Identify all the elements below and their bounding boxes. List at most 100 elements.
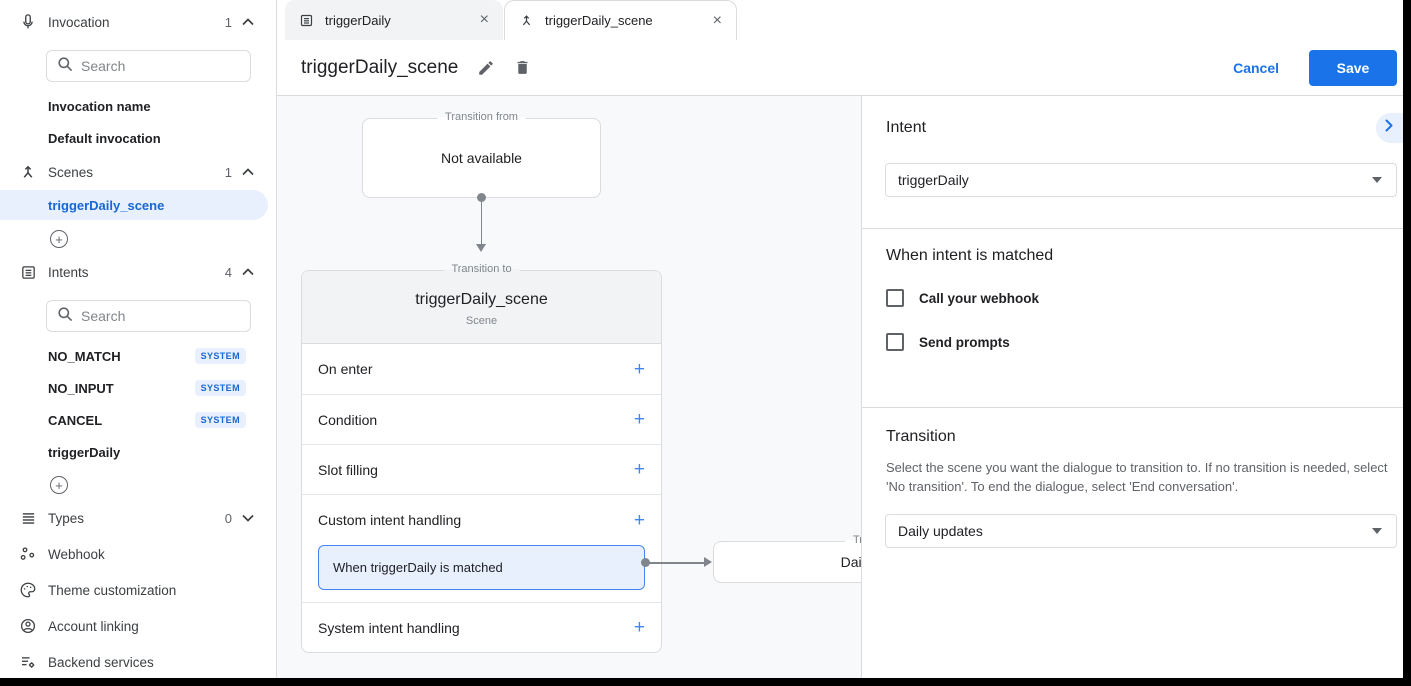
- add-icon[interactable]: +: [633, 459, 645, 480]
- add-icon[interactable]: +: [633, 509, 645, 531]
- chevron-up-icon[interactable]: [242, 268, 254, 276]
- dropdown-caret-icon: [1372, 528, 1382, 534]
- sidebar: Invocation 1 Invocation name Default inv…: [0, 0, 277, 678]
- intents-search[interactable]: [46, 300, 251, 332]
- intent-select[interactable]: triggerDaily: [885, 163, 1397, 197]
- intent-label: NO_MATCH: [48, 348, 121, 364]
- item-label: Theme customization: [48, 582, 177, 598]
- sidebar-section-invocation[interactable]: Invocation 1: [0, 10, 276, 34]
- transition-heading: Transition: [886, 428, 956, 445]
- sidebar-item-default-invocation[interactable]: Default invocation: [48, 131, 161, 146]
- section-count: 1: [224, 164, 232, 180]
- sidebar-item-webhook[interactable]: Webhook: [0, 542, 276, 566]
- divider: [862, 228, 1403, 229]
- close-icon[interactable]: ×: [479, 11, 489, 28]
- tab-triggerdaily-scene[interactable]: triggerDaily_scene ×: [504, 0, 737, 40]
- add-icon[interactable]: +: [633, 409, 645, 430]
- call-webhook-checkbox-row[interactable]: Call your webhook: [886, 289, 1039, 307]
- intent-select-value: triggerDaily: [898, 172, 969, 188]
- checkbox-label: Send prompts: [919, 334, 1010, 350]
- sidebar-item-backend-services[interactable]: Backend services: [0, 650, 276, 674]
- scene-row-slot-filling[interactable]: Slot filling +: [302, 444, 661, 494]
- arrow-right-icon: [704, 557, 712, 567]
- invocation-search[interactable]: [46, 50, 251, 82]
- custom-intent-handling-row[interactable]: Custom intent handling +: [302, 495, 661, 545]
- scenes-icon: [16, 160, 40, 184]
- scene-icon: [519, 13, 535, 29]
- scene-row-condition[interactable]: Condition +: [302, 394, 661, 444]
- intent-label: triggerDaily: [48, 444, 121, 460]
- transition-select-value: Daily updates: [898, 523, 983, 539]
- add-intent-button[interactable]: +: [50, 476, 68, 494]
- sidebar-item-triggerdaily[interactable]: triggerDaily: [0, 441, 276, 463]
- section-label: Intents: [48, 264, 89, 280]
- transition-to-legend: Transition to: [844, 534, 861, 546]
- transition-to-legend: Transition to: [443, 263, 520, 275]
- sidebar-item-invocation-name[interactable]: Invocation name: [48, 99, 151, 114]
- sidebar-section-types[interactable]: Types 0: [0, 506, 276, 530]
- delete-icon[interactable]: [512, 58, 532, 78]
- scene-row-system-intent-handling[interactable]: System intent handling +: [302, 602, 661, 652]
- save-button[interactable]: Save: [1309, 49, 1397, 86]
- next-transition-card[interactable]: Transition to Daily updates: [713, 534, 861, 583]
- sidebar-item-account-linking[interactable]: Account linking: [0, 614, 276, 638]
- microphone-icon: [16, 10, 40, 34]
- collapse-panel-button[interactable]: [1376, 113, 1403, 143]
- checkbox-unchecked[interactable]: [886, 289, 904, 307]
- intents-icon: [16, 260, 40, 284]
- row-label: Custom intent handling: [318, 512, 462, 528]
- close-icon[interactable]: ×: [712, 11, 722, 29]
- cancel-button[interactable]: Cancel: [1233, 59, 1279, 76]
- connector-dot: [477, 193, 486, 202]
- sidebar-item-no-input[interactable]: NO_INPUT SYSTEM: [0, 377, 276, 399]
- search-input[interactable]: [81, 58, 221, 74]
- intent-handler-selected[interactable]: When triggerDaily is matched: [318, 545, 645, 590]
- sidebar-section-scenes[interactable]: Scenes 1: [0, 160, 276, 184]
- item-label: Backend services: [48, 654, 154, 670]
- chevron-up-icon[interactable]: [242, 18, 254, 26]
- row-label: Slot filling: [318, 461, 378, 478]
- add-icon[interactable]: +: [633, 617, 645, 638]
- chevron-down-icon[interactable]: [242, 514, 254, 522]
- scene-card-title: triggerDaily_scene: [415, 291, 548, 308]
- sidebar-item-cancel[interactable]: CANCEL SYSTEM: [0, 409, 276, 431]
- webhook-icon: [16, 542, 40, 566]
- handler-label: When triggerDaily is matched: [333, 560, 503, 575]
- chevron-up-icon[interactable]: [242, 168, 254, 176]
- transition-from-legend: Transition from: [437, 111, 526, 123]
- send-prompts-checkbox-row[interactable]: Send prompts: [886, 333, 1010, 351]
- edit-icon[interactable]: [476, 58, 496, 78]
- search-input[interactable]: [81, 308, 221, 324]
- system-badge: SYSTEM: [194, 412, 246, 428]
- selected-scene-label: triggerDaily_scene: [48, 197, 165, 213]
- next-scene-label: Daily updates: [840, 554, 861, 570]
- sidebar-item-theme-customization[interactable]: Theme customization: [0, 578, 276, 602]
- tab-label: triggerDaily_scene: [545, 13, 653, 28]
- row-label: Condition: [318, 411, 378, 428]
- connector-line: [480, 201, 483, 245]
- scene-graph-canvas[interactable]: Transition from Not available Transition…: [277, 96, 861, 678]
- section-count: 0: [224, 510, 232, 526]
- intent-icon: [299, 12, 315, 28]
- system-badge: SYSTEM: [194, 348, 246, 364]
- add-scene-button[interactable]: +: [50, 230, 68, 248]
- scene-row-on-enter[interactable]: On enter +: [302, 344, 661, 394]
- header-bar: triggerDaily_scene Cancel Save: [277, 40, 1403, 96]
- intent-detail-panel: Intent triggerDaily When intent is match…: [861, 96, 1403, 678]
- sidebar-item-triggerdaily-scene[interactable]: triggerDaily_scene: [0, 190, 268, 220]
- transition-select[interactable]: Daily updates: [885, 514, 1397, 548]
- add-icon[interactable]: +: [633, 358, 645, 380]
- sidebar-item-no-match[interactable]: NO_MATCH SYSTEM: [0, 345, 276, 367]
- checkbox-unchecked[interactable]: [886, 333, 904, 351]
- sidebar-section-intents[interactable]: Intents 4: [0, 260, 276, 284]
- search-icon: [57, 56, 73, 77]
- section-label: Types: [48, 510, 85, 526]
- section-count: 4: [224, 264, 232, 280]
- system-badge: SYSTEM: [194, 380, 246, 396]
- tab-triggerdaily[interactable]: triggerDaily ×: [285, 0, 503, 40]
- row-label: On enter: [318, 361, 373, 377]
- palette-icon: [16, 578, 40, 602]
- chevron-right-icon: [1385, 119, 1393, 137]
